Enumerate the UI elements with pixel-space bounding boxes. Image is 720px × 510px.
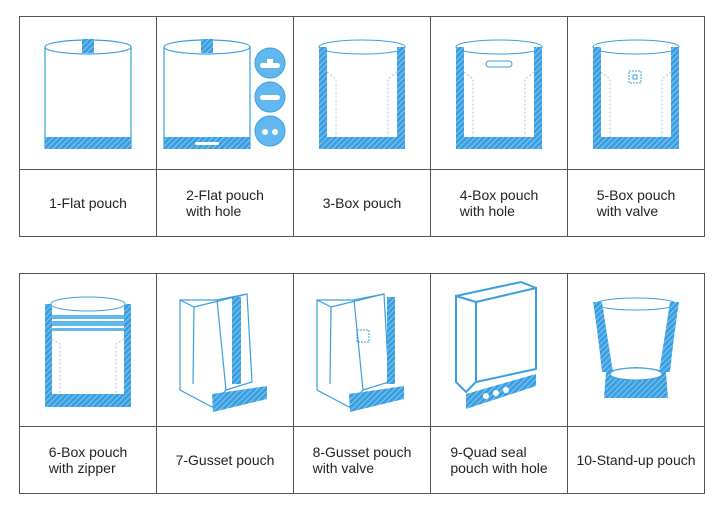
gusset-pouch-valve-icon bbox=[294, 274, 431, 427]
flat-pouch-icon bbox=[20, 17, 157, 170]
box-pouch-valve-icon bbox=[568, 17, 704, 170]
box-pouch-zipper-icon bbox=[20, 274, 157, 427]
stand-up-pouch-icon bbox=[568, 274, 704, 427]
box-pouch-icon bbox=[294, 17, 431, 170]
label-box-pouch-zipper: 6-Box pouch with zipper bbox=[20, 427, 157, 493]
label-box-pouch-valve: 5-Box pouch with valve bbox=[596, 187, 676, 219]
label-stand-up-pouch: 10-Stand-up pouch bbox=[576, 452, 696, 468]
gusset-pouch-icon bbox=[157, 274, 294, 427]
label-gusset-pouch-valve: 8-Gusset pouch with valve bbox=[294, 427, 431, 493]
label-box-pouch-hole: 4-Box pouch with hole bbox=[431, 170, 568, 236]
label-flat-pouch-hole: 2-Flat pouch with hole bbox=[157, 170, 294, 236]
label-flat-pouch: 1-Flat pouch bbox=[20, 170, 157, 236]
label-quad-seal-pouch: 9-Quad seal pouch with hole bbox=[431, 427, 568, 493]
label-gusset-pouch: 7-Gusset pouch bbox=[157, 427, 294, 493]
label-box-pouch: 3-Box pouch bbox=[294, 170, 431, 236]
pouch-table-bottom: 6-Box pouch with zipper 7-Gusset pouch 8… bbox=[19, 273, 705, 494]
box-pouch-hole-icon bbox=[431, 17, 568, 170]
flat-pouch-hole-icon bbox=[157, 17, 294, 170]
pouch-table-top: 1-Flat pouch 2-Flat pouch with hole 3-Bo… bbox=[19, 16, 705, 237]
quad-seal-pouch-icon bbox=[431, 274, 568, 427]
